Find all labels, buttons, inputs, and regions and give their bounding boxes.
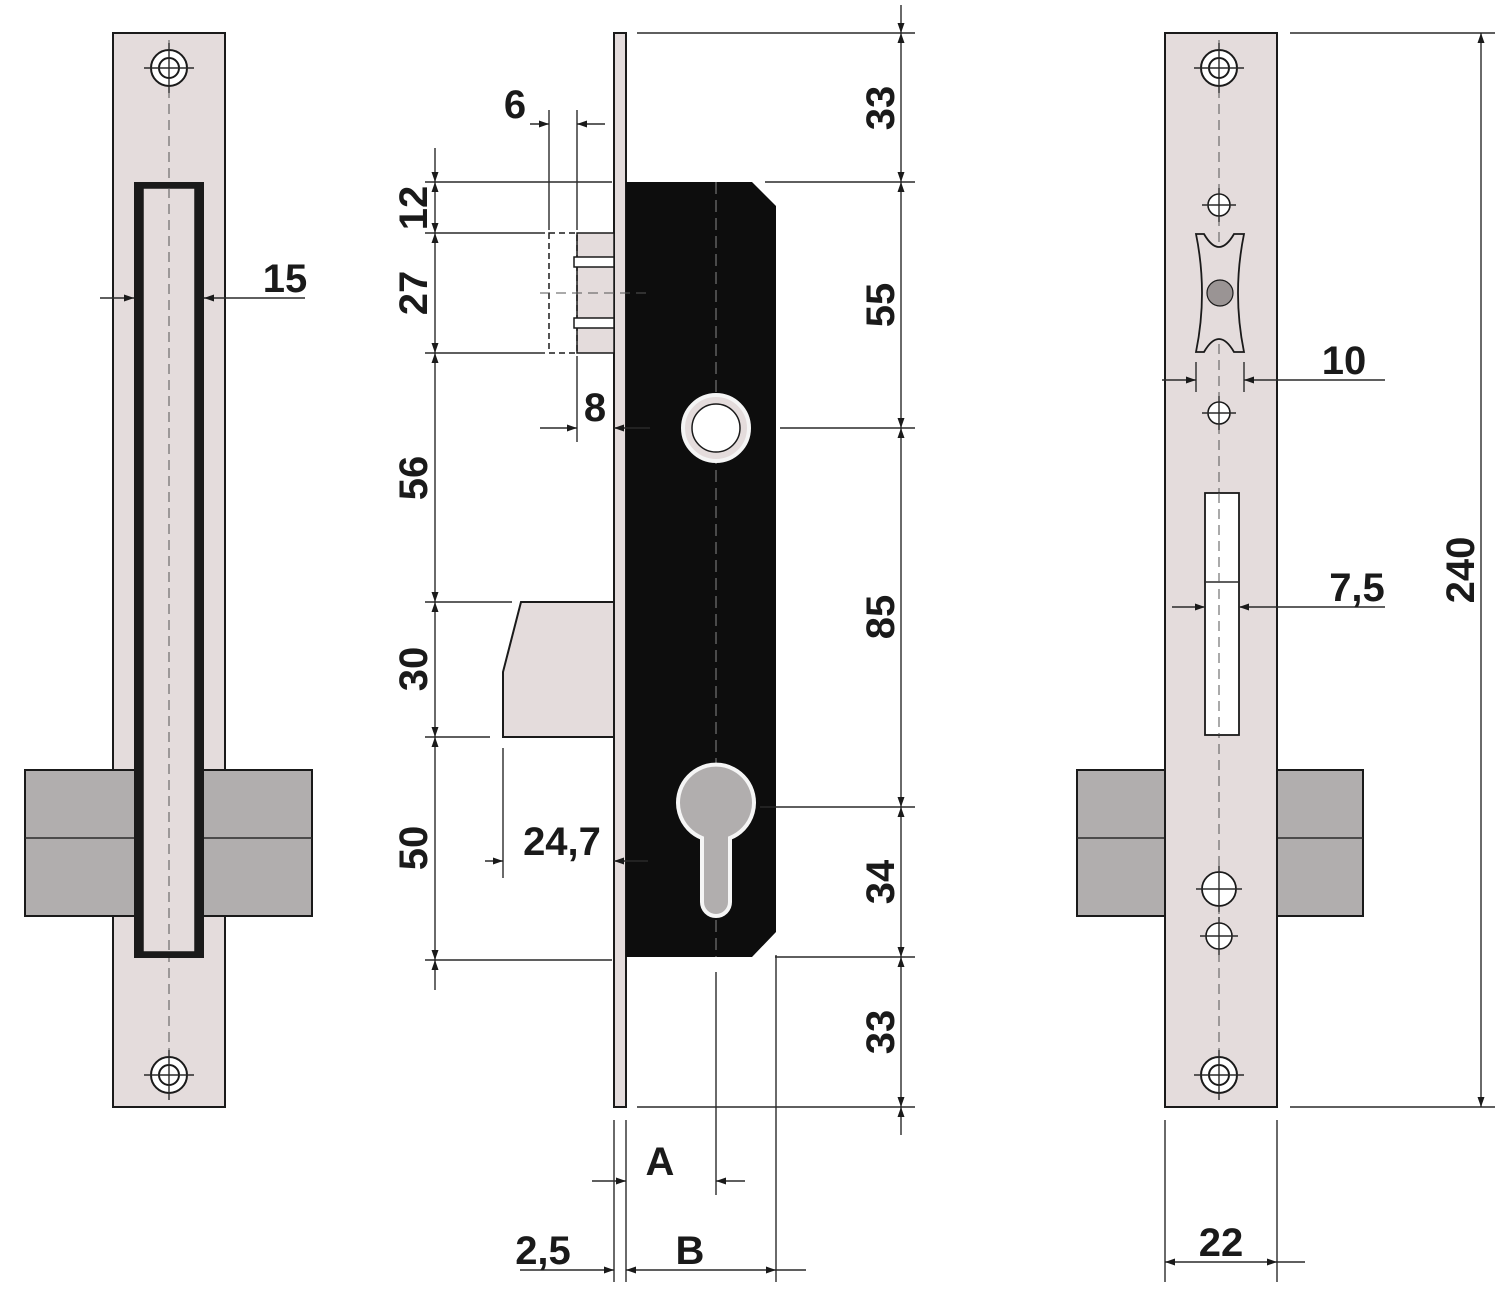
- dim-latch-slot: 10: [1322, 339, 1367, 383]
- dim-plate-width: 22: [1199, 1221, 1244, 1265]
- screw-hole-icon: [1194, 1050, 1244, 1100]
- dim-case-top: 55: [859, 283, 903, 328]
- cylinder-hole-icon: [676, 762, 756, 918]
- screw-hole-icon: [144, 1050, 194, 1100]
- small-screw-icon: [1202, 188, 1236, 222]
- faceplate-edge: [613, 32, 627, 1108]
- dead-bolt: [502, 601, 615, 738]
- dim-bolt-throw: 24,7: [523, 820, 601, 864]
- dim-bolt-to-bottom: 50: [392, 826, 436, 871]
- dim-plate-bottom: 33: [859, 1010, 903, 1055]
- dim-plate-top: 33: [859, 86, 903, 131]
- screw-hole-icon: [1194, 43, 1244, 93]
- back-view: 15: [24, 32, 313, 1108]
- latch-pin: [1206, 279, 1234, 307]
- dim-latch-offset: 6: [504, 83, 526, 127]
- dim-handle-to-cylinder: 85: [859, 595, 903, 640]
- dim-total-height: 240: [1439, 537, 1483, 604]
- dim-plate-thickness: 2,5: [515, 1229, 571, 1273]
- dim-bolt-slot: 7,5: [1329, 566, 1385, 610]
- dim-latch-depth: 8: [584, 386, 606, 430]
- screw-hole-icon: [1196, 866, 1242, 912]
- handle-hole-icon: [681, 393, 751, 463]
- small-screw-icon: [1200, 917, 1238, 955]
- dim-top-to-latch: 12: [392, 186, 436, 231]
- dim-latch-to-bolt: 56: [392, 456, 436, 501]
- side-view: 33 55 85 34 33 12 27 56 30 50 6 8: [392, 5, 915, 1282]
- lock-case: [626, 182, 776, 957]
- small-screw-icon: [1202, 396, 1236, 430]
- faceplate-view: 10 7,5 240 22: [1076, 32, 1495, 1282]
- dim-cylinder-to-bottom: 34: [859, 859, 903, 904]
- screw-hole-icon: [144, 43, 194, 93]
- bolt-opening: [1204, 492, 1240, 736]
- label-b: B: [676, 1229, 705, 1273]
- latch-bolt: [540, 232, 652, 354]
- dim-slot-width: 15: [263, 257, 308, 301]
- dim-bolt-height: 30: [392, 647, 436, 692]
- label-a: A: [646, 1140, 675, 1184]
- dim-latch-height: 27: [392, 271, 436, 316]
